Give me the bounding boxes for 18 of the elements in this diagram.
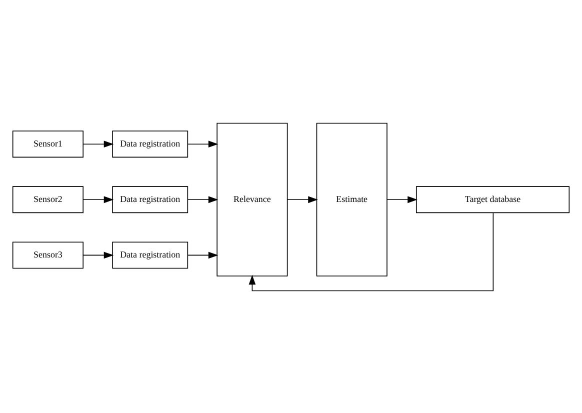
arrow xyxy=(82,251,114,258)
arrow xyxy=(82,196,114,203)
node-box: Data registration xyxy=(112,130,188,158)
arrow xyxy=(286,196,318,203)
node-box: Sensor1 xyxy=(12,130,84,158)
arrow xyxy=(82,140,114,148)
node-box: Sensor3 xyxy=(12,241,84,268)
node-box: Sensor2 xyxy=(12,186,84,213)
node-box: Data registration xyxy=(112,241,188,268)
arrow xyxy=(187,251,218,258)
node-box: Relevance xyxy=(216,122,288,276)
arrow xyxy=(187,196,218,203)
node-box: Data registration xyxy=(112,186,188,213)
node-box: Target database xyxy=(416,186,570,213)
arrow xyxy=(248,212,494,291)
arrow xyxy=(386,196,418,203)
node-box: Estimate xyxy=(316,122,388,276)
arrow xyxy=(187,140,218,148)
